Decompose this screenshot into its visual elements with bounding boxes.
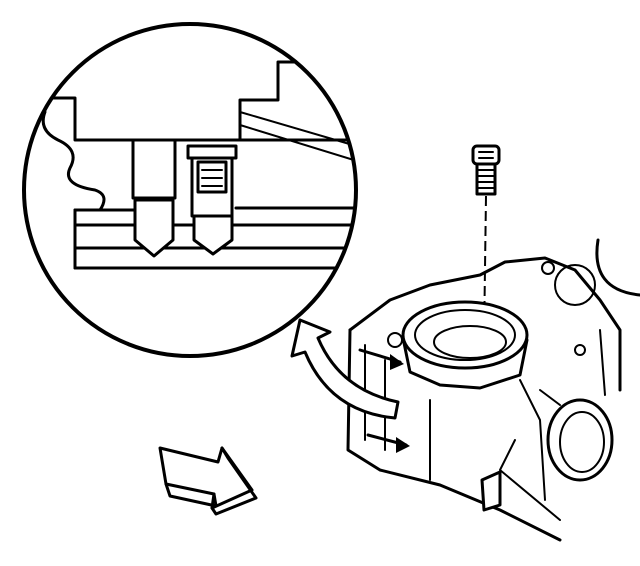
block-arrow-icon [158, 446, 258, 516]
bolt-icon [471, 144, 501, 341]
detail-view [22, 22, 358, 358]
housing [346, 238, 640, 542]
curved-arrow-icon [290, 318, 400, 420]
